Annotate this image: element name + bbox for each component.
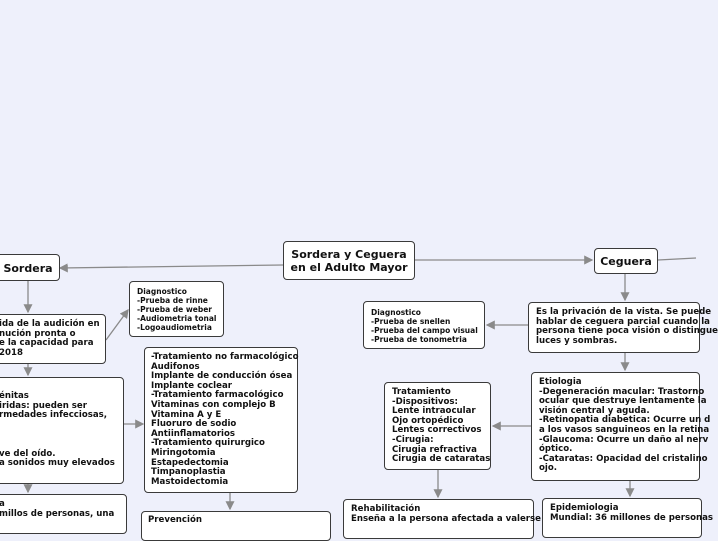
node-text-line: a los vasos sanguineos en la retina [539, 424, 710, 435]
node-text-line: -Glaucoma: Ocurre un daño al nerv [539, 434, 709, 445]
node-text-line: Prevención [148, 515, 202, 525]
node-text-line: -Prueba de snellen [371, 317, 451, 326]
node-text-line: Estapedectomia [151, 457, 229, 468]
node-text-line: -Logoaudiometria [137, 323, 212, 332]
node-text-line: -Prueba de rinne [137, 296, 208, 305]
node-text-line: iridas: pueden ser [0, 400, 87, 411]
node-text-line: Diagnostico [137, 287, 187, 296]
connector-lines [23, 255, 697, 511]
node-text-line: Etiologia [539, 377, 582, 387]
node-text-line: -Prueba de weber [137, 305, 213, 314]
sordera-epidemiologia-node[interactable]: a millos de personas, una [0, 494, 127, 534]
node-text-line: Miringotomia [151, 447, 216, 458]
node-text-line: -Prueba del campo visual [371, 326, 478, 335]
node-text-line: -Degeneración macular: Trastorno [539, 386, 705, 397]
node-text-line: -Tratamiento quirurgico [151, 438, 265, 449]
node-text-line: ve del oído. [0, 448, 56, 459]
node-text-line: visión central y aguda. [539, 405, 650, 416]
node-text-line: Diagnostico [371, 308, 421, 317]
node-text-line: -Cataratas: Opacidad del cristalino [539, 453, 708, 464]
node-text-line: Vitamina A y E [151, 409, 222, 420]
node-text-line: -Prueba de tonometria [371, 335, 467, 344]
node-text-line: Lentes correctivos [392, 425, 482, 436]
node-text-line: Audifonos [151, 361, 200, 372]
node-text-line: Vitaminas con complejo B [151, 399, 276, 410]
sordera-prevencion-node[interactable]: Prevención [141, 511, 331, 541]
central-topic-line: en el Adulto Mayor [290, 261, 408, 274]
node-text-line: ida de la audición en [0, 319, 100, 329]
node-text-line: -Tratamiento no farmacológico [151, 352, 299, 362]
node-text-line [0, 421, 123, 431]
node-text-line: Cirugia refractiva [392, 444, 477, 455]
ceguera-topic[interactable]: Ceguera [594, 248, 658, 274]
node-text-line: Fluoruro de sodio [151, 419, 237, 430]
node-text-line: -Cirugia: [392, 434, 434, 445]
ceguera-epidemiologia-node[interactable]: Epidemiologia Mundial: 36 millones de pe… [542, 498, 714, 538]
node-text-line: Mastoidectomia [151, 476, 229, 487]
mind-map-canvas: Sordera y Ceguera en el Adulto Mayor Sor… [0, 241, 718, 541]
node-text-line: rmedades infecciosas, [0, 410, 108, 421]
node-text-line: Ojo ortopédico [392, 415, 464, 426]
node-text-line: Implante coclear [151, 380, 232, 391]
ceguera-title: Ceguera [600, 255, 652, 268]
node-text-line: óptico. [539, 444, 573, 455]
node-text-line: -Retinopatia diabetica: Ocurre un d [539, 415, 711, 426]
sordera-definicion-node[interactable]: ida de la audición en nución pronta o e … [0, 314, 106, 364]
node-text-line: a [0, 499, 5, 509]
node-text-line: a sonidos muy elevados [0, 458, 115, 469]
node-text-line: 2018 [0, 347, 23, 358]
ceguera-tratamiento-node[interactable]: Tratamiento -Dispositivos: Lente intraoc… [384, 382, 491, 470]
node-text-line: Tratamiento [392, 387, 451, 397]
sordera-title: Sordera [3, 262, 53, 275]
central-topic-line: Sordera y Ceguera [291, 248, 407, 261]
ceguera-rehabilitacion-node[interactable]: Rehabilitación Enseña a la persona afect… [343, 499, 541, 539]
link-sordera-diagnostico [105, 308, 129, 341]
node-text-line: Epidemiologia [550, 503, 619, 513]
node-text-line: Mundial: 36 millones de personas [550, 512, 714, 523]
node-text-line: luces y sombras. [536, 335, 618, 346]
central-topic[interactable]: Sordera y Ceguera en el Adulto Mayor [283, 241, 415, 280]
link-ceguera-offscreen [657, 257, 697, 261]
node-text-line: Lente intraocular [392, 406, 476, 417]
node-text-line: Cirugia de cataratas [392, 454, 491, 465]
sordera-causas-node[interactable]: énitas iridas: pueden ser rmedades infec… [0, 377, 124, 484]
sordera-diagnostico-node[interactable]: Diagnostico -Prueba de rinne -Prueba de … [129, 281, 224, 337]
node-text-line: énitas [0, 391, 29, 401]
link-central-sordera [58, 263, 284, 273]
node-text-line: Rehabilitación [351, 504, 421, 514]
node-text-line: persona tiene poca visión o distingue [536, 326, 718, 337]
node-text-line: Es la privación de la vista. Se puede [536, 307, 712, 317]
node-text-line: e la capacidad para [0, 338, 94, 349]
node-text-line: Antiinflamatorios [151, 428, 236, 439]
node-text-line: nución pronta o [0, 328, 76, 339]
sordera-tratamiento-node[interactable]: -Tratamiento no farmacológico Audifonos … [144, 347, 299, 493]
node-text-line: Implante de conducción ósea [151, 371, 293, 382]
node-text-line: ojo. [539, 463, 558, 474]
node-text-line: -Dispositivos: [392, 396, 458, 407]
node-text-line: Timpanoplastia [151, 467, 226, 478]
ceguera-etiologia-node[interactable]: Etiologia -Degeneración macular: Trastor… [531, 372, 711, 481]
node-text-line: -Tratamiento farmacológico [151, 390, 284, 401]
node-text-line: Enseña a la persona afectada a valerse [351, 513, 541, 524]
ceguera-definicion-node[interactable]: Es la privación de la vista. Se puede ha… [528, 302, 718, 353]
ceguera-diagnostico-node[interactable]: Diagnostico -Prueba de snellen -Prueba d… [363, 301, 485, 349]
sordera-topic[interactable]: Sordera [0, 254, 60, 281]
node-text-line [0, 430, 123, 440]
node-text-line: ocular que destruye lentamente la [539, 396, 707, 407]
node-text-line: -Audiometria tonal [137, 314, 217, 323]
node-text-line: hablar de ceguera parcial cuando la [536, 316, 710, 327]
node-text-line: millos de personas, una [0, 508, 115, 519]
